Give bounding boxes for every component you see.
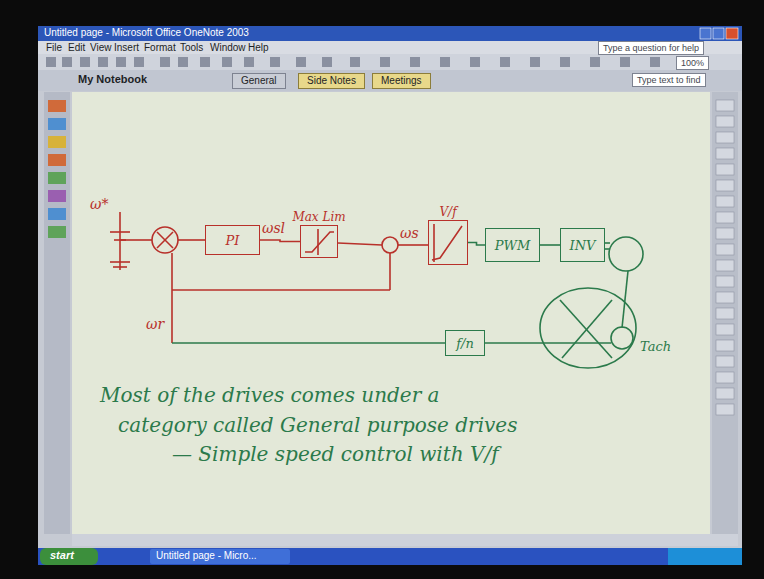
pwm-box: PWM (485, 228, 540, 262)
menu-item: Window (210, 42, 246, 54)
speed-feedback-branch (172, 253, 390, 343)
handwritten-note: Most of the drives comes under a (100, 384, 440, 407)
signal-wire (540, 244, 560, 246)
section-tabs (48, 100, 66, 238)
menu-item: File (46, 42, 62, 54)
block-label: f/n (456, 336, 474, 351)
notebook-bar (38, 70, 742, 91)
motor-and-load (172, 237, 643, 368)
frequency-converter-box: f/n (445, 330, 485, 356)
signal-label: ωsl (262, 220, 285, 236)
signal-label: ωr (146, 316, 164, 332)
reference-source (110, 212, 152, 270)
page-tab-column (712, 92, 738, 534)
title-bar (38, 26, 742, 41)
signal-label: ω* (90, 196, 108, 212)
block-heading: V/f (439, 205, 456, 219)
scroll-bar (72, 534, 738, 546)
menu-item: Tools (180, 42, 203, 54)
vf-block: V/f (428, 220, 468, 265)
handwritten-note: — Simple speed control with V/f (172, 443, 499, 466)
signal-wire (468, 243, 485, 246)
menu-item: Format (144, 42, 176, 54)
taskbar (38, 548, 742, 565)
close-button (726, 28, 738, 39)
toolbar (38, 54, 742, 70)
component-label: Tach (640, 340, 671, 355)
menu-item: Edit (68, 42, 85, 54)
notebook-tab: General (232, 73, 286, 89)
note-page (72, 92, 710, 534)
system-tray (668, 548, 742, 565)
signal-label: ωs (400, 225, 419, 241)
summing-junction (152, 227, 205, 253)
find-box: Type text to find (632, 73, 706, 87)
inverter-box: INV (560, 228, 605, 262)
block-label: INV (570, 238, 596, 253)
handwritten-note: category called General purpose drives (118, 414, 517, 437)
maximize-button (713, 28, 724, 39)
taskbar-button (150, 549, 290, 564)
menu-item: Help (248, 42, 269, 54)
minimize-button (700, 28, 711, 39)
toolbar-icons (46, 57, 660, 67)
page-tabs (716, 100, 734, 415)
notebook-tab: Meetings (372, 73, 431, 89)
start-button (40, 548, 98, 565)
notebook-tab: Side Notes (298, 73, 365, 89)
signal-wire (260, 240, 300, 242)
notebook-name: My Notebook (78, 73, 147, 86)
taskbar-item: Untitled page - Micro... (156, 550, 257, 562)
block-label: PI (226, 233, 240, 248)
left-tab-strip (44, 92, 70, 534)
block-heading: Max Lim (292, 210, 345, 224)
vf-curve (432, 224, 462, 262)
start-label: start (50, 549, 74, 562)
window-title: Untitled page - Microsoft Office OneNote… (44, 27, 249, 39)
zoom-box: 100% (676, 56, 709, 70)
window-frame (38, 26, 742, 548)
block-label: PWM (495, 238, 530, 253)
menu-item: Insert (114, 42, 139, 54)
help-search-box: Type a question for help (598, 41, 704, 55)
pi-controller-box: PI (205, 225, 260, 255)
menu-item: View (90, 42, 112, 54)
limiter-curve (305, 229, 334, 255)
limiter-box: Max Lim (300, 225, 338, 258)
